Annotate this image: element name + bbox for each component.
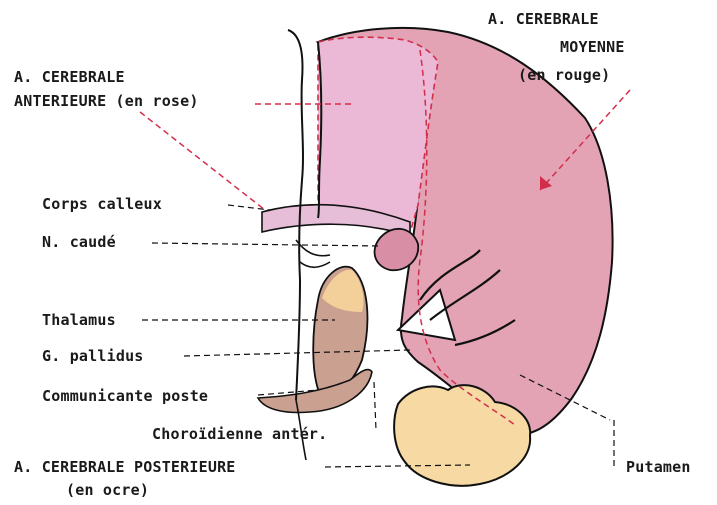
label-n-caude: N. caudé [42,233,116,251]
label-g-pallidus: G. pallidus [42,347,144,365]
label-putamen: Putamen [626,458,691,476]
label-acm-line1: A. CEREBRALE [488,10,599,28]
label-thalamus: Thalamus [42,311,116,329]
label-choroidienne: Choroïdienne antér. [152,425,327,443]
label-acm-line3: (en rouge) [518,66,610,84]
label-aca-line1: A. CEREBRALE [14,68,125,86]
label-aca-line2: ANTERIEURE (en rose) [14,92,199,110]
label-communicante: Communicante poste [42,387,208,405]
label-acm-line2: MOYENNE [560,38,625,56]
caudate-nucleus [375,229,419,270]
label-acp-line2: (en ocre) [66,481,149,499]
label-acp-line1: A. CEREBRALE POSTERIEURE [14,458,236,476]
label-corps-calleux: Corps calleux [42,195,162,213]
